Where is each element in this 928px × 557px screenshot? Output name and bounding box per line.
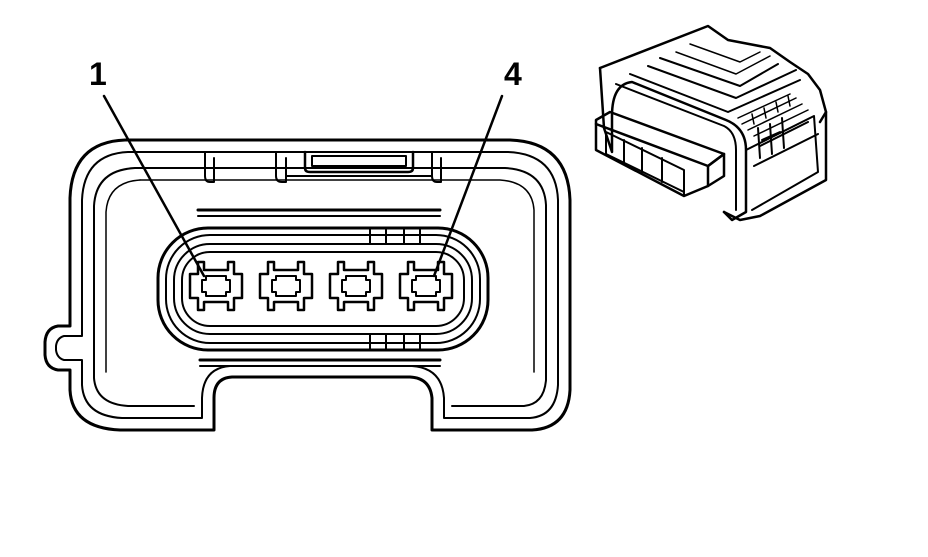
- pin-cavity-1: [190, 262, 242, 310]
- inner-shell-2: [135, 168, 546, 406]
- inner-shell-3: [94, 168, 194, 406]
- iso-ridge-5: [690, 44, 760, 62]
- pin-contact-2: [272, 276, 300, 296]
- iso-ridge-1: [630, 74, 800, 112]
- cavity-mid: [166, 235, 480, 343]
- connector-face: [45, 96, 570, 430]
- iso-plug-cavities: [606, 132, 684, 196]
- pin-contact-1: [202, 276, 230, 296]
- leader-line-pin-1: [104, 96, 204, 276]
- key-square-top-2: [404, 228, 420, 244]
- top-rib-left: [205, 152, 214, 182]
- key-square-bottom-1: [370, 334, 386, 350]
- pin-cavity-2: [260, 262, 312, 310]
- key-square-bottom-2: [404, 334, 420, 350]
- pin-cavity-4: [400, 262, 452, 310]
- inner-shell-5: [106, 180, 140, 372]
- latch-slot-inner: [312, 156, 406, 166]
- latch-slot: [305, 152, 413, 172]
- iso-body-top: [600, 26, 826, 122]
- iso-front-frame-inner: [616, 84, 736, 210]
- iso-ridge-2: [648, 66, 796, 98]
- pin-label-4: 4: [504, 56, 522, 92]
- pin-contact-3: [342, 276, 370, 296]
- pin-cavity-3: [330, 262, 382, 310]
- iso-ridge-4: [676, 52, 770, 74]
- inner-shell: [56, 152, 558, 418]
- inner-shell-4: [140, 180, 534, 372]
- iso-plug-cavity-base: [606, 154, 684, 192]
- cavity-core: [182, 252, 464, 326]
- cavity-outer: [158, 228, 488, 350]
- iso-plug-end: [708, 154, 724, 186]
- cavity-inner: [174, 244, 472, 334]
- outer-shell: [45, 140, 570, 430]
- leader-line-pin-4: [434, 96, 502, 276]
- pin-label-1: 1: [89, 56, 107, 92]
- iso-latch-ribs: [738, 94, 808, 136]
- pin-contact-4: [412, 276, 440, 296]
- key-square-top-1: [370, 228, 386, 244]
- iso-side-clips: [758, 118, 784, 158]
- iso-ridge-3: [660, 58, 778, 86]
- iso-latch-ticks: [752, 96, 790, 124]
- pin-cavities: [190, 262, 452, 310]
- iso-bottom-edge: [754, 134, 818, 166]
- top-rib-mid: [276, 152, 286, 182]
- connector-isometric-view: [596, 26, 826, 220]
